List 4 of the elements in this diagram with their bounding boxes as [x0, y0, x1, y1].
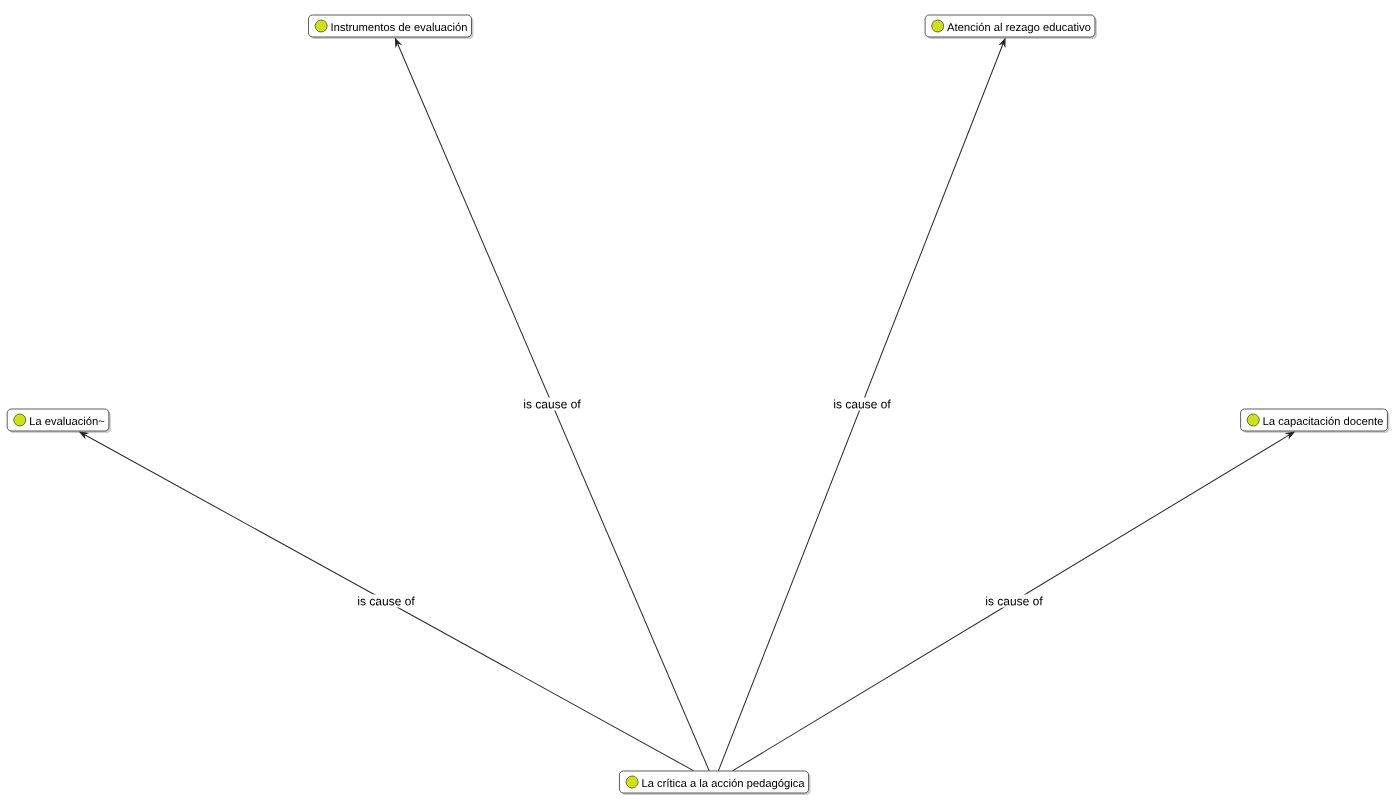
arrow — [732, 431, 1295, 772]
arrow — [718, 38, 1006, 772]
arrow — [394, 38, 710, 772]
arrow — [79, 431, 694, 772]
